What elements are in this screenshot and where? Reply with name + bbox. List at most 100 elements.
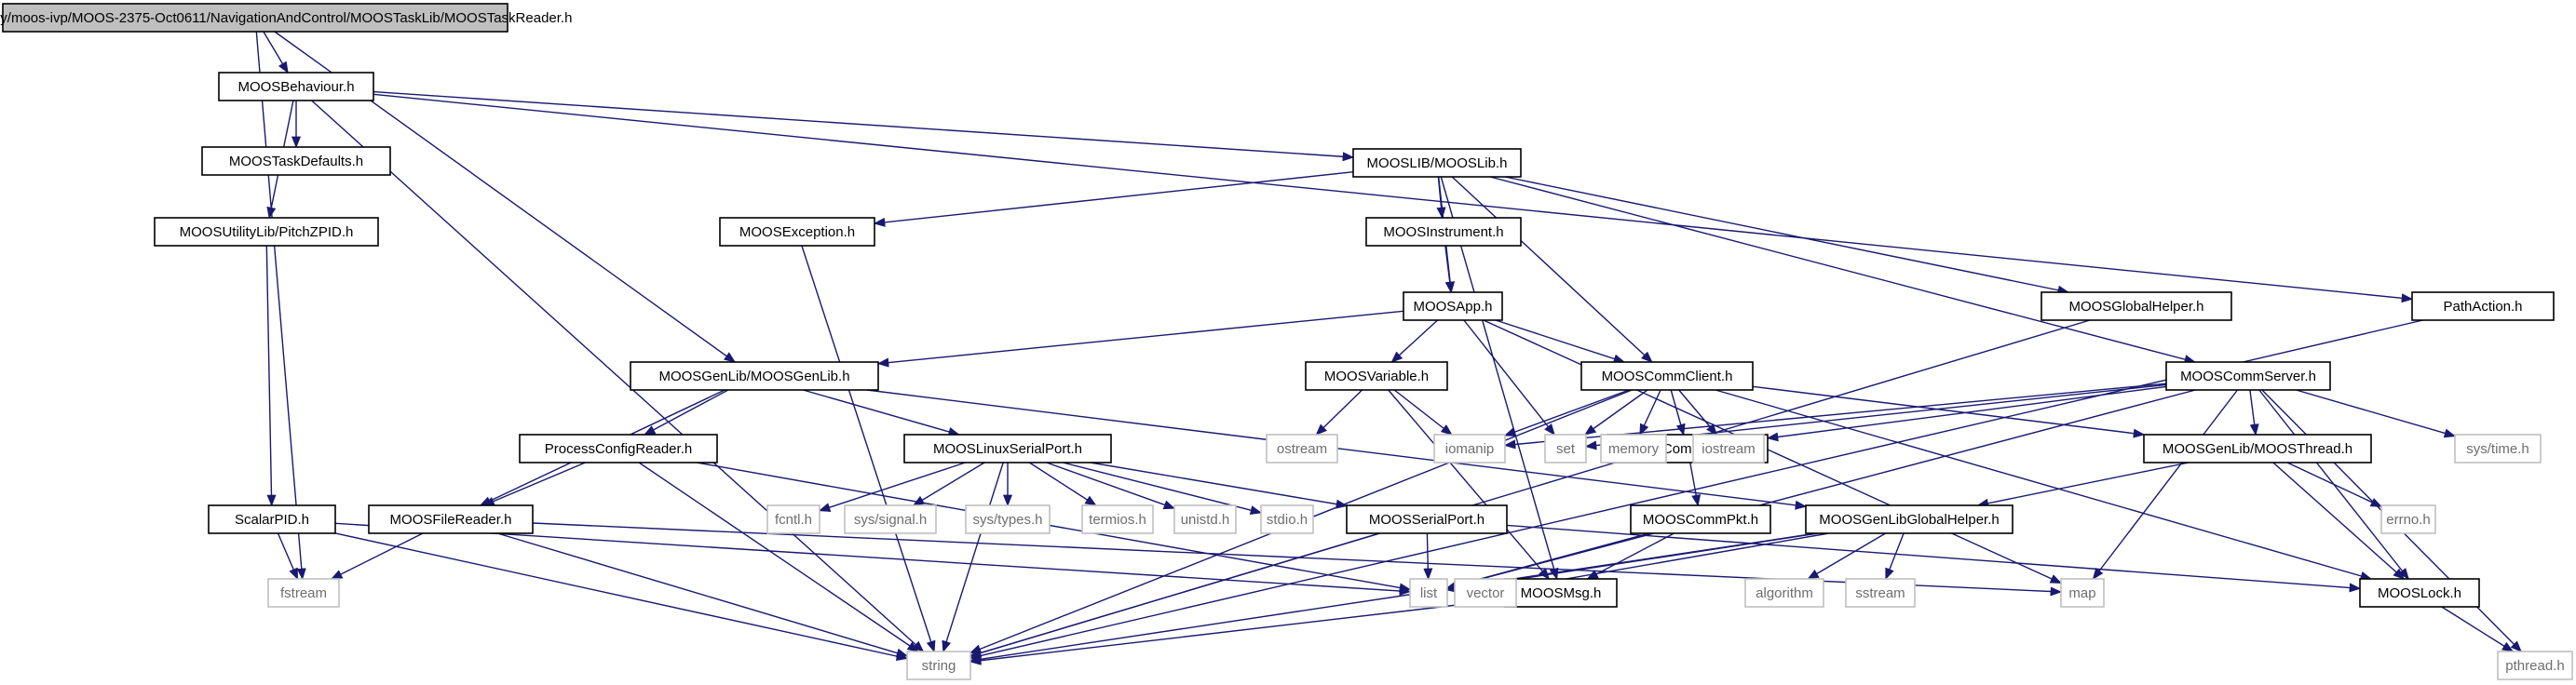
node-commclient[interactable]: MOOSCommClient.h — [1580, 361, 1754, 391]
node-label-algorithm: algorithm — [1756, 585, 1813, 601]
node-globalhelper[interactable]: MOOSGlobalHelper.h — [2040, 291, 2232, 321]
node-mooslib[interactable]: MOOSLIB/MOOSLib.h — [1352, 148, 1522, 178]
node-taskdefaults[interactable]: MOOSTaskDefaults.h — [201, 146, 391, 176]
node-box-stdio — [1260, 504, 1314, 534]
node-pthread: pthread.h — [2497, 651, 2573, 680]
node-instrument[interactable]: MOOSInstrument.h — [1365, 217, 1522, 247]
edge-linuxserial-to-syssignal — [912, 462, 985, 506]
node-label-filereader: MOOSFileReader.h — [390, 512, 512, 528]
edge-scalarpid-to-string — [334, 532, 909, 661]
edge-linuxserial-to-termios — [1028, 462, 1097, 506]
node-msg[interactable]: MOOSMsg.h — [1504, 578, 1618, 608]
node-label-app: MOOSApp.h — [1413, 299, 1492, 315]
node-list: list — [1409, 578, 1448, 608]
edge-processconfig-to-list — [697, 462, 1412, 593]
edge-app-to-map — [1483, 319, 2063, 584]
node-box-variable — [1305, 361, 1448, 391]
node-label-termios: termios.h — [1089, 512, 1146, 528]
node-root[interactable]: /home/toby/moos-ivp/MOOS-2375-Oct0611/Na… — [0, 3, 572, 33]
edge-genlibglobal-to-sstream — [1885, 532, 1905, 581]
node-termios: termios.h — [1081, 504, 1154, 534]
node-variable[interactable]: MOOSVariable.h — [1305, 361, 1448, 391]
node-box-genlib — [630, 361, 879, 391]
edge-commclient-to-set — [1583, 389, 1648, 436]
node-thread[interactable]: MOOSGenLib/MOOSThread.h — [2143, 434, 2372, 463]
node-app[interactable]: MOOSApp.h — [1403, 291, 1503, 321]
node-commpkt[interactable]: MOOSCommPkt.h — [1630, 504, 1771, 534]
edge-serialport-to-list — [1423, 532, 1433, 581]
node-label-fcntl: fcntl.h — [775, 512, 812, 528]
node-pitchzpid[interactable]: MOOSUtilityLib/PitchZPID.h — [154, 217, 379, 247]
node-label-lock: MOOSLock.h — [2378, 585, 2461, 601]
node-box-algorithm — [1744, 578, 1824, 608]
edge-filereader-to-fstream — [330, 532, 424, 580]
edge-thread-to-genlibglobal — [1976, 462, 2190, 508]
edge-linuxserial-to-serialport — [1090, 462, 1349, 509]
node-pathaction[interactable]: PathAction.h — [2411, 291, 2555, 321]
edge-commclient-to-lock — [1715, 389, 2373, 581]
node-serialport[interactable]: MOOSSerialPort.h — [1346, 504, 1508, 534]
node-box-list — [1409, 578, 1448, 608]
node-label-pitchzpid: MOOSUtilityLib/PitchZPID.h — [180, 224, 354, 240]
edge-genlib-to-linuxserial — [803, 389, 960, 437]
node-vector: vector — [1454, 578, 1517, 608]
node-box-pitchzpid — [154, 217, 379, 247]
node-box-pathaction — [2411, 291, 2555, 321]
node-filereader[interactable]: MOOSFileReader.h — [368, 504, 534, 534]
edge-mooslib-to-commclient — [1451, 176, 1653, 363]
node-box-linuxserial — [903, 434, 1112, 463]
node-box-pthread — [2497, 651, 2573, 680]
node-label-unistd: unistd.h — [1181, 512, 1230, 528]
edge-root-to-fstream — [255, 31, 306, 581]
node-box-commclient — [1580, 361, 1754, 391]
node-commserver[interactable]: MOOSCommServer.h — [2165, 361, 2331, 391]
node-box-serialport — [1346, 504, 1508, 534]
node-label-fstream: fstream — [280, 585, 327, 601]
node-label-instrument: MOOSInstrument.h — [1383, 224, 1503, 240]
node-box-sstream — [1845, 578, 1916, 608]
edge-commclient-to-iomanip — [1503, 389, 1630, 437]
node-box-scalarpid — [208, 504, 336, 534]
node-unistd: unistd.h — [1173, 504, 1237, 534]
node-memory: memory — [1600, 434, 1667, 463]
node-genlibglobal[interactable]: MOOSGenLibGlobalHelper.h — [1805, 504, 2013, 534]
node-scalarpid[interactable]: ScalarPID.h — [208, 504, 336, 534]
edge-linuxserial-to-string — [942, 462, 1004, 653]
node-genlib[interactable]: MOOSGenLib/MOOSGenLib.h — [630, 361, 879, 391]
node-box-root — [2, 3, 508, 33]
edge-commclient-to-commobject — [1670, 389, 1686, 437]
node-exception[interactable]: MOOSException.h — [719, 217, 875, 247]
node-behaviour[interactable]: MOOSBehaviour.h — [218, 72, 374, 101]
node-lock[interactable]: MOOSLock.h — [2359, 578, 2480, 608]
edge-serialport-to-lock — [1506, 524, 2362, 593]
edge-thread-to-lock — [2272, 462, 2406, 580]
node-label-taskdefaults: MOOSTaskDefaults.h — [229, 154, 363, 169]
edge-filereader-to-string — [496, 532, 909, 658]
edge-app-to-set — [1463, 319, 1555, 436]
node-box-app — [1403, 291, 1503, 321]
node-fcntl: fcntl.h — [766, 504, 820, 534]
node-label-behaviour: MOOSBehaviour.h — [237, 79, 354, 95]
node-box-filereader — [368, 504, 534, 534]
node-label-thread: MOOSGenLib/MOOSThread.h — [2162, 441, 2352, 457]
edge-commclient-to-thread — [1752, 385, 2146, 438]
edge-commserver-to-iomanip — [1503, 383, 2167, 450]
node-label-serialport: MOOSSerialPort.h — [1369, 512, 1485, 528]
node-label-syssignal: sys/signal.h — [854, 512, 927, 528]
node-box-memory — [1600, 434, 1667, 463]
node-box-unistd — [1173, 504, 1237, 534]
node-box-string — [906, 651, 971, 680]
node-box-iomanip — [1433, 434, 1506, 463]
edge-genlib-to-processconfig — [643, 389, 729, 436]
node-box-fcntl — [766, 504, 820, 534]
node-linuxserial[interactable]: MOOSLinuxSerialPort.h — [903, 434, 1112, 463]
node-box-iostream — [1692, 434, 1765, 463]
node-label-iomanip: iomanip — [1445, 441, 1495, 457]
node-label-pathaction: PathAction.h — [2443, 299, 2522, 315]
node-label-memory: memory — [1608, 441, 1660, 457]
node-box-processconfig — [519, 434, 718, 463]
node-processconfig[interactable]: ProcessConfigReader.h — [519, 434, 718, 463]
node-label-pthread: pthread.h — [2505, 658, 2564, 674]
node-box-fstream — [267, 578, 340, 608]
